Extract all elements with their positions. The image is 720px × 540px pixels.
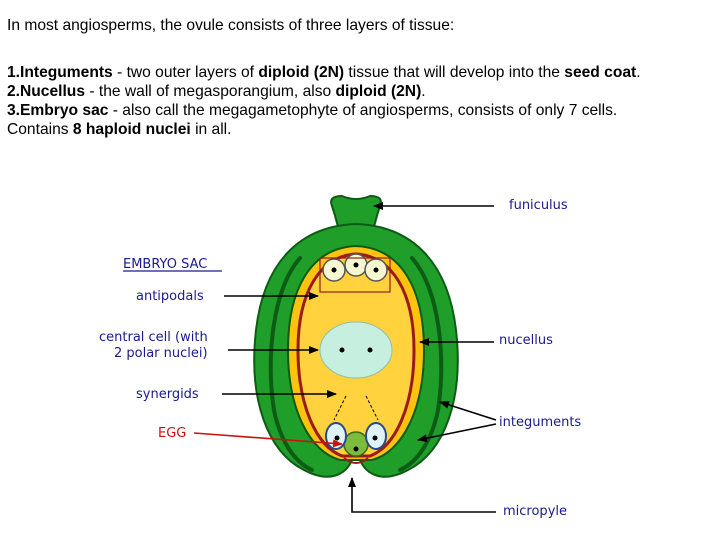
synergids-label: synergids: [136, 387, 199, 402]
description-text: In most angiosperms, the ovule consists …: [7, 16, 719, 139]
item-text: .: [421, 83, 426, 100]
synergid-nucleus: [372, 435, 378, 441]
synergid-guide-right: [365, 395, 379, 421]
antipodals-label: antipodals: [136, 289, 204, 304]
antipodal-nucleus: [353, 262, 359, 268]
antipodals-bracket: [319, 257, 391, 293]
central-cell: [319, 321, 393, 379]
micropyle-gap: [343, 457, 369, 464]
egg-arrow: [193, 432, 343, 448]
item-number: 1.: [7, 64, 21, 81]
item-text: Contains: [7, 121, 73, 138]
synergid-guide-left: [333, 395, 347, 421]
item-number: 3.: [7, 102, 21, 119]
antipodal-nucleus: [373, 267, 379, 273]
term-diploid: diploid (2N): [258, 64, 345, 81]
integuments-label: integuments: [499, 415, 581, 430]
egg-cell: [343, 431, 369, 457]
item-number: 2.: [7, 83, 21, 100]
polar-nucleus: [339, 347, 345, 353]
item-text: tissue that will develop into the: [344, 64, 565, 81]
item-text: - the wall of megasporangium, also: [85, 83, 336, 100]
central-cell-label-line1: central cell (with: [99, 330, 208, 345]
term-seed-coat: seed coat: [564, 64, 637, 81]
term-nucellus: Nucellus: [20, 83, 86, 100]
embryo-sac-heading: EMBRYO SAC: [123, 257, 207, 272]
term-embryo-sac: Embryo sac: [20, 102, 109, 119]
egg-label: EGG: [158, 426, 186, 441]
integuments-arrow-inner: [417, 423, 497, 443]
item-nuclei: Contains 8 haploid nuclei in all.: [7, 120, 719, 139]
egg-nucleus: [353, 446, 359, 452]
micropyle-arrow: [348, 477, 496, 513]
item-text: - also call the megagametophyte of angio…: [108, 102, 618, 119]
nucellus-label: nucellus: [499, 333, 553, 348]
intro-line: In most angiosperms, the ovule consists …: [7, 17, 455, 34]
antipodal-nucleus: [331, 267, 337, 273]
integument-boundary-right: [398, 256, 444, 472]
item-text: - two outer layers of: [112, 64, 259, 81]
item-integuments: 1.Integuments - two outer layers of dipl…: [7, 63, 719, 82]
integuments-arrow-outer: [439, 400, 497, 421]
polar-nucleus: [367, 347, 373, 353]
term-haploid-nuclei: 8 haploid nuclei: [72, 121, 191, 138]
item-nucellus: 2.Nucellus - the wall of megasporangium,…: [7, 82, 719, 101]
micropyle-label: micropyle: [503, 504, 567, 519]
item-text: .: [636, 64, 641, 81]
term-integuments: Integuments: [20, 64, 113, 81]
synergid-nucleus: [334, 435, 340, 441]
item-embryo-sac: 3.Embryo sac - also call the megagametop…: [7, 101, 719, 120]
integument-boundary-left: [268, 256, 314, 472]
funiculus-label: funiculus: [509, 198, 568, 213]
central-cell-label-line2: 2 polar nuclei): [114, 346, 208, 361]
term-diploid: diploid (2N): [335, 83, 422, 100]
item-text: in all.: [190, 121, 232, 138]
